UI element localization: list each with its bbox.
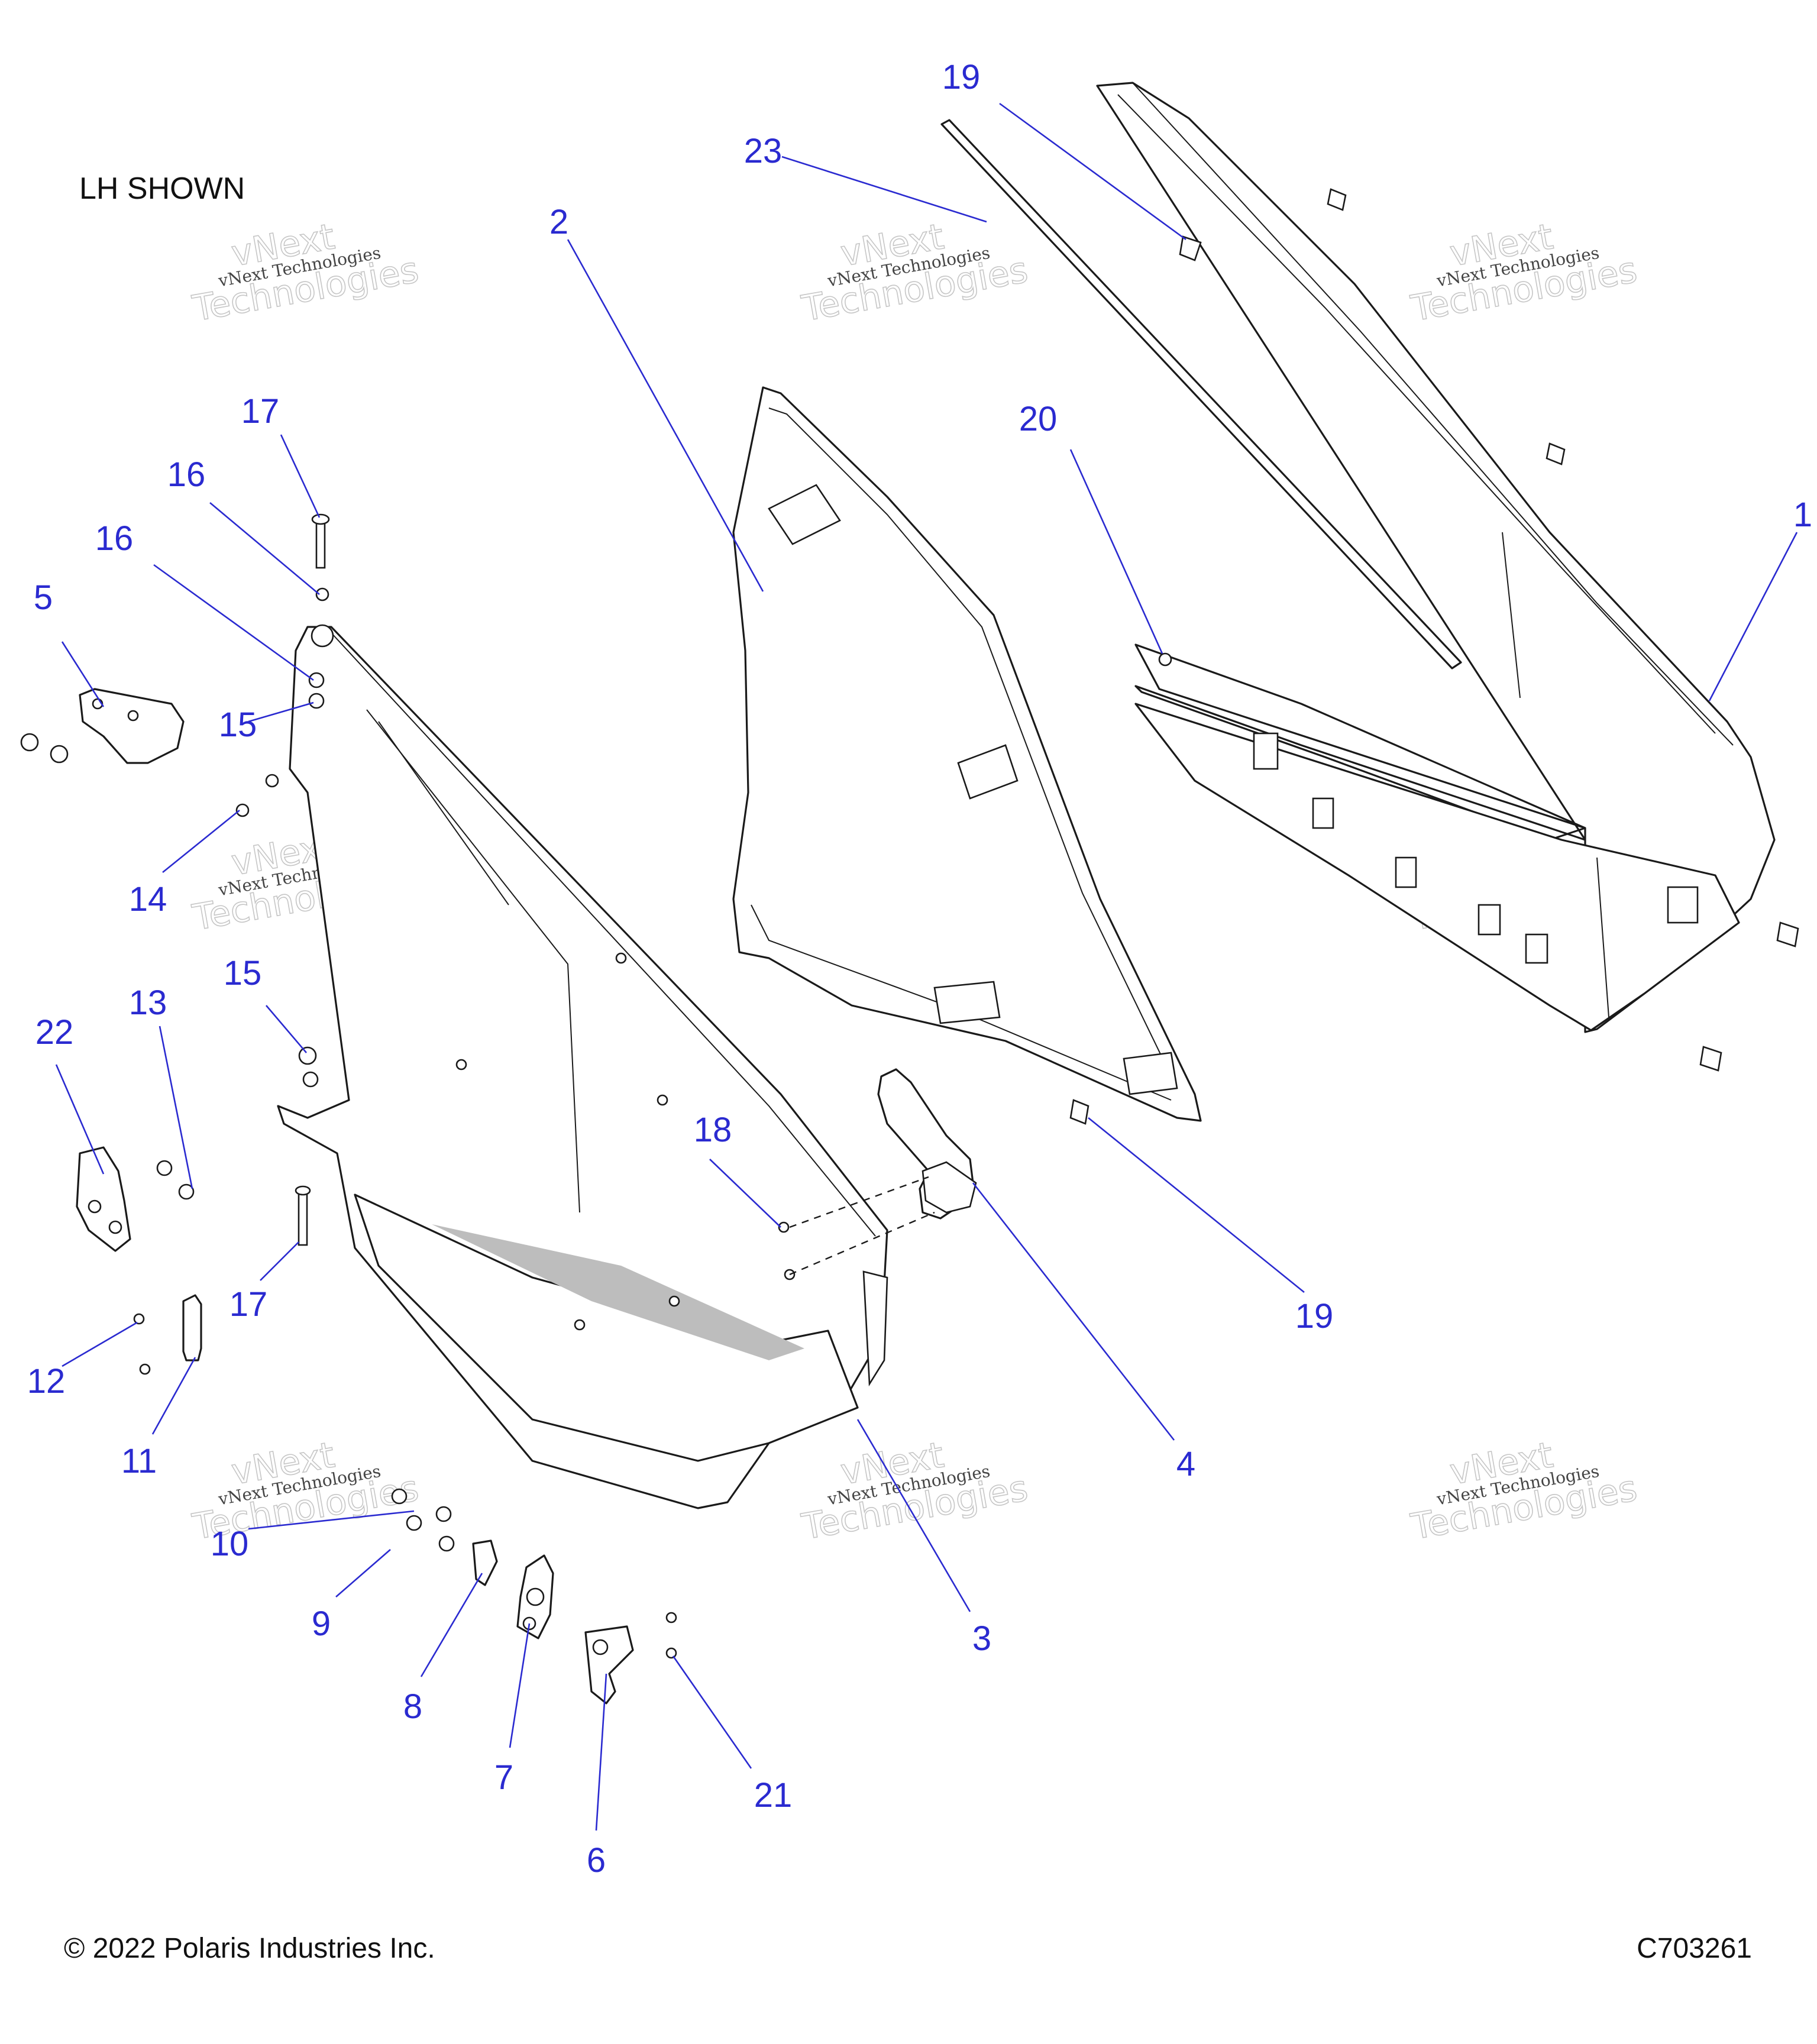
callout-7: 7 <box>494 1758 513 1797</box>
callout-18: 18 <box>694 1111 732 1149</box>
part-striker-bracket <box>584 1625 634 1705</box>
part-cable-clip <box>472 1540 498 1586</box>
callout-22: 22 <box>35 1013 74 1052</box>
part-hinge-lower <box>76 1146 131 1252</box>
watermark: vNext Technologies vNext Technologies <box>798 215 1031 330</box>
part-hinge-upper <box>79 688 185 764</box>
callout-17-lower: 17 <box>229 1285 268 1324</box>
callout-16-lower: 16 <box>95 519 134 558</box>
watermark: vNext Technologies vNext Technologies <box>1407 215 1640 330</box>
part-seal-strip <box>940 119 1462 670</box>
callout-5: 5 <box>34 578 53 617</box>
callout-8: 8 <box>403 1687 422 1726</box>
callout-15-upper: 15 <box>219 706 257 744</box>
callout-10: 10 <box>211 1525 249 1563</box>
part-strap <box>182 1294 202 1361</box>
callout-15-lower: 15 <box>224 954 262 992</box>
part-latch-handle <box>877 1068 977 1220</box>
callout-3: 3 <box>972 1619 991 1658</box>
part-inner-door-frame <box>732 386 1202 1122</box>
copyright: © 2022 Polaris Industries Inc. <box>64 1933 435 1964</box>
callout-12: 12 <box>27 1362 66 1401</box>
callout-9: 9 <box>312 1605 331 1643</box>
part-latch-mechanism <box>516 1554 554 1639</box>
callout-23: 23 <box>744 132 783 170</box>
callout-6: 6 <box>587 1841 606 1880</box>
watermark: vNext Technologies vNext Technologies <box>798 1434 1031 1548</box>
callout-16-upper: 16 <box>167 455 206 494</box>
callout-1: 1 <box>1793 496 1812 534</box>
hardware-group <box>20 188 1799 1659</box>
watermark: vNext Technologies vNext Technologies <box>1407 1434 1640 1548</box>
callout-17-upper: 17 <box>241 392 280 431</box>
callout-13: 13 <box>129 984 167 1022</box>
callout-11: 11 <box>121 1442 157 1480</box>
callout-leader-lines <box>55 102 1798 1831</box>
watermark: vNext Technologies vNext Technologies <box>189 215 422 330</box>
figure-id: C703261 <box>1637 1933 1752 1964</box>
callout-19-upper: 19 <box>942 58 981 96</box>
callout-20: 20 <box>1019 400 1058 438</box>
callout-14: 14 <box>129 880 167 918</box>
part-outer-door-panel <box>1096 82 1776 1033</box>
callout-2: 2 <box>549 203 568 241</box>
callout-4: 4 <box>1176 1445 1195 1483</box>
view-note: LH SHOWN <box>79 172 245 206</box>
callout-21: 21 <box>754 1776 793 1815</box>
part-lower-door-panel <box>277 624 888 1509</box>
callout-19-lower: 19 <box>1295 1297 1334 1335</box>
callout-labels: 1 2 3 4 5 6 7 8 9 10 11 12 13 14 15 15 1… <box>27 58 1812 1880</box>
